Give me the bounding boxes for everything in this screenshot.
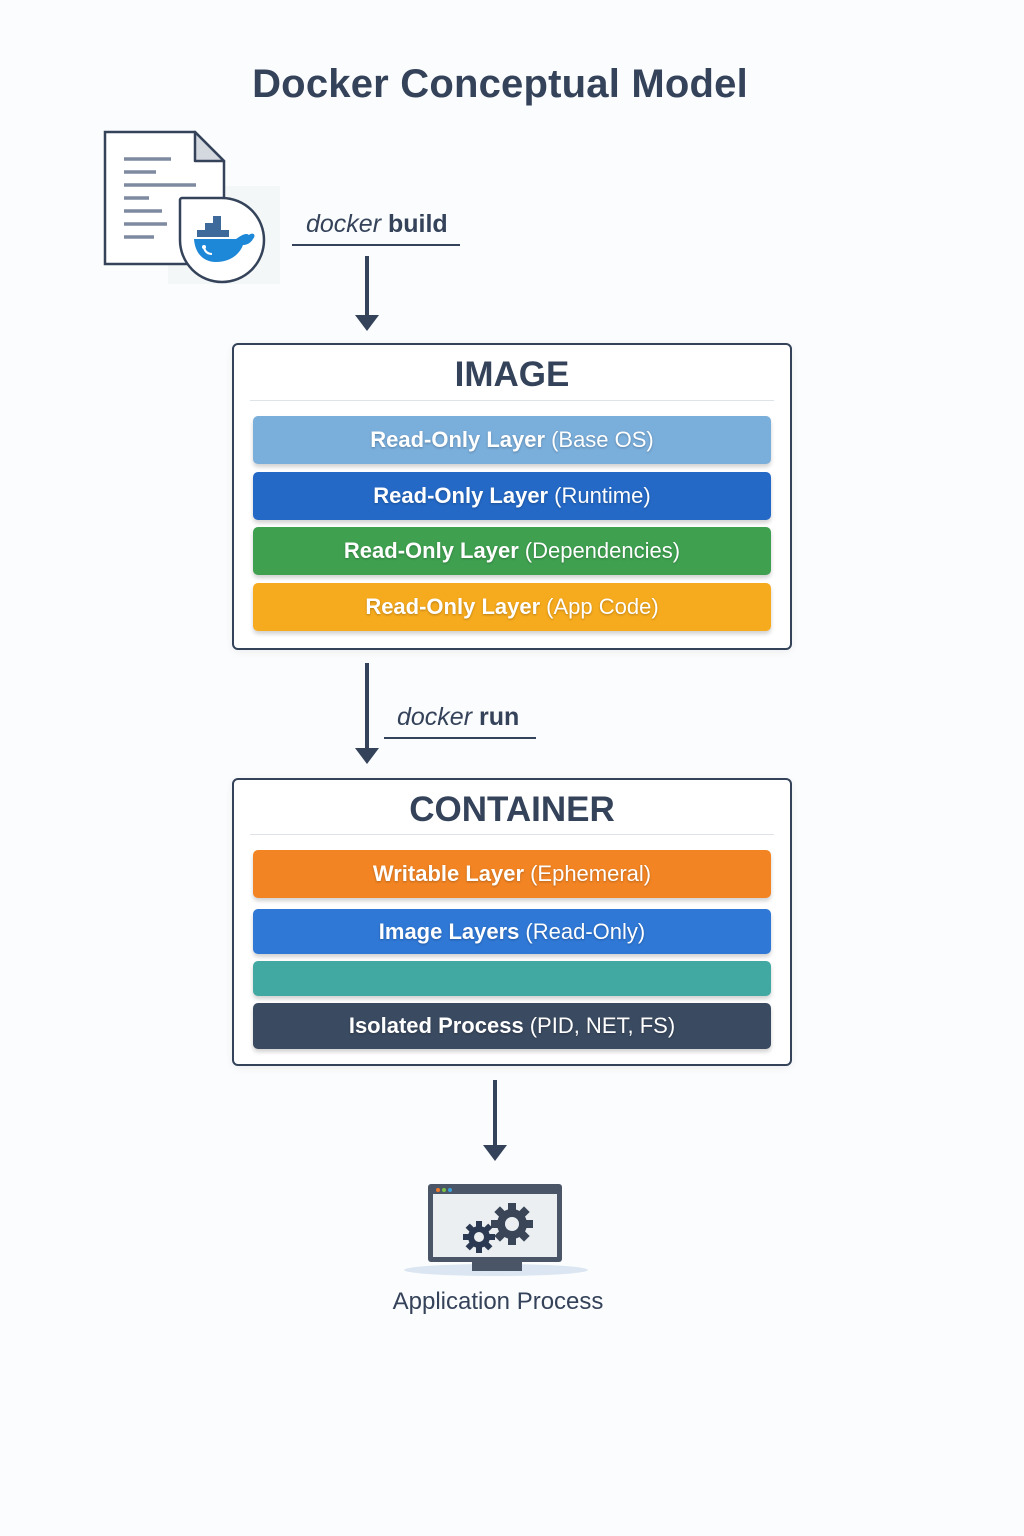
arrow-output-shaft [493,1080,497,1146]
container-unlabeled-layer [253,961,771,996]
container-writable-layer: Writable Layer(Ephemeral) [253,850,771,898]
image-layer-dependencies: Read-Only Layer(Dependencies) [253,527,771,575]
application-process-label: Application Process [392,1288,604,1315]
docker-build-command-label: docker build [306,210,448,239]
arrow-down-icon [355,748,379,764]
layer-label: Image Layers [378,918,520,944]
image-layer-base-os: Read-Only Layer(Base OS) [253,416,771,464]
arrow-run-shaft [365,663,369,749]
layer-detail: (Read-Only) [525,918,646,944]
layer-label: Read-Only Layer [343,538,519,563]
layer-detail: (PID, NET, FS) [529,1013,676,1038]
command-underline [292,244,460,246]
arrow-down-icon [355,315,379,331]
container-panel-title: CONTAINER [409,790,615,829]
dockerfile-document-icon [103,130,280,284]
layer-label: Read-Only Layer [370,427,546,452]
layer-label: Read-Only Layer [365,594,541,619]
panel-divider [250,834,774,835]
image-panel-title: IMAGE [454,355,570,394]
command-verb: run [479,703,520,731]
layer-detail: (Base OS) [551,427,654,452]
panel-divider [250,400,774,401]
command-prefix: docker [397,703,473,731]
application-monitor-gears-icon [404,1184,588,1276]
layer-label: Writable Layer [372,861,525,886]
layer-detail: (Dependencies) [524,538,681,563]
layer-label: Isolated Process [348,1013,524,1038]
image-panel: IMAGE Read-Only Layer(Base OS) Read-Only… [232,343,792,650]
command-underline [384,737,536,739]
diagram-title: Docker Conceptual Model [252,62,748,106]
command-verb: build [388,210,448,238]
image-layer-app-code: Read-Only Layer(App Code) [253,583,771,631]
container-panel: CONTAINER Writable Layer(Ephemeral) Imag… [232,778,792,1066]
container-isolated-process: Isolated Process(PID, NET, FS) [253,1003,771,1049]
image-layer-runtime: Read-Only Layer(Runtime) [253,472,771,520]
arrow-down-icon [483,1145,507,1161]
arrow-build-shaft [365,256,369,316]
layer-detail: (Ephemeral) [530,861,652,886]
docker-run-command-label: docker run [397,703,519,732]
layer-detail: (App Code) [546,594,659,619]
layer-label: Read-Only Layer [373,483,549,508]
container-image-layers: Image Layers(Read-Only) [253,909,771,954]
layer-detail: (Runtime) [554,483,651,508]
docker-whale-icon [178,196,266,284]
command-prefix: docker [306,210,382,238]
